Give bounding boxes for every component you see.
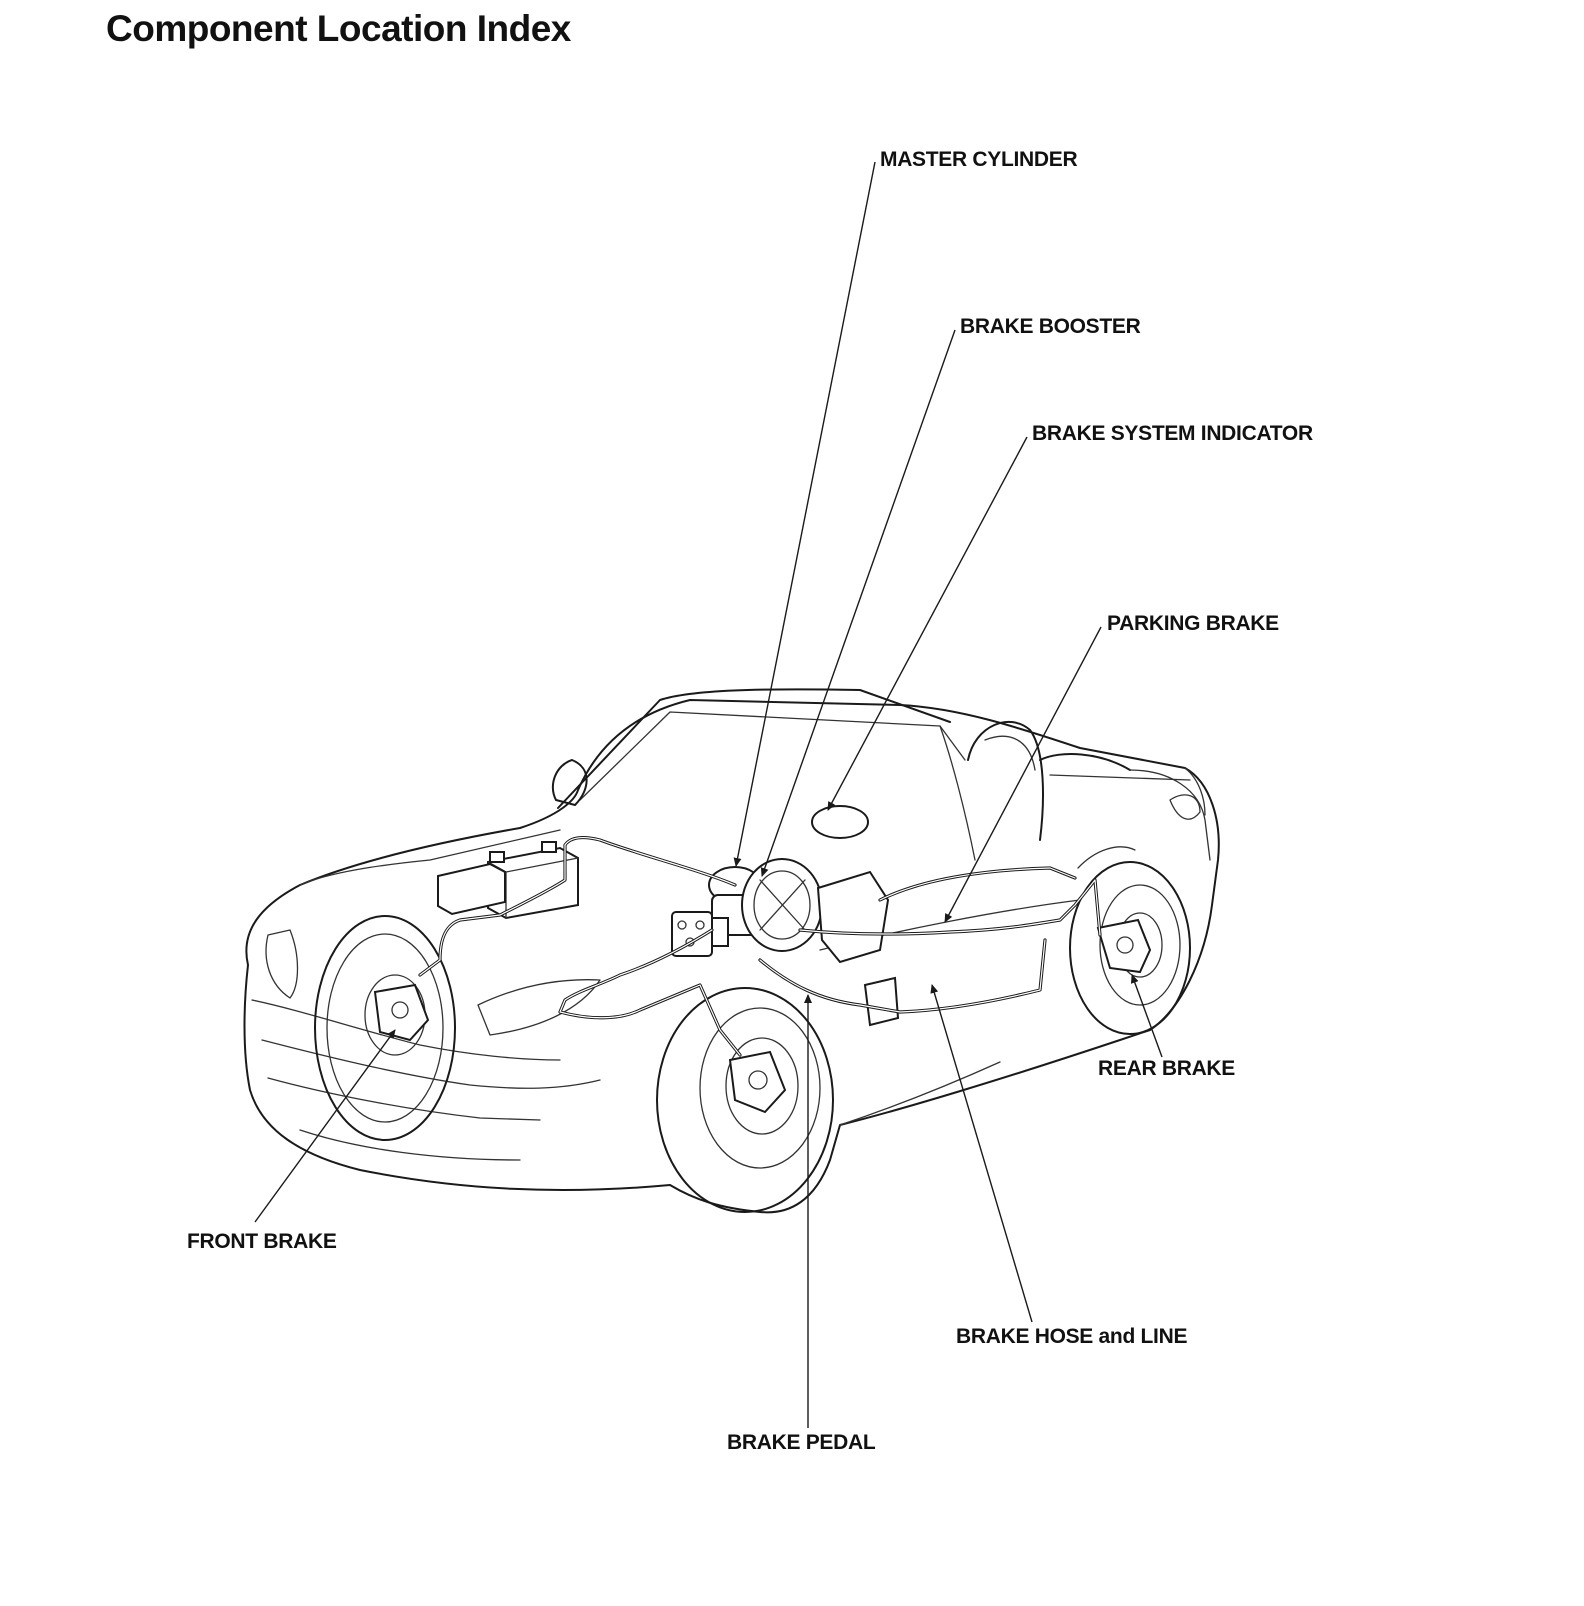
modulator-unit: [671, 911, 713, 957]
pedal-bracket: [811, 805, 890, 964]
fuse-box: [437, 862, 506, 916]
label-brake-booster: BRAKE BOOSTER: [960, 315, 1141, 338]
car-body-outline: [243, 688, 1220, 1214]
label-brake-system-indicator: BRAKE SYSTEM INDICATOR: [1032, 422, 1313, 445]
leader-brake-hose-and-line: [930, 984, 1033, 1323]
brake-booster-assembly: [741, 858, 823, 952]
label-brake-pedal: BRAKE PEDAL: [727, 1431, 876, 1454]
label-front-brake: FRONT BRAKE: [187, 1230, 337, 1253]
label-master-cylinder: MASTER CYLINDER: [880, 148, 1078, 171]
page-title: Component Location Index: [106, 8, 571, 49]
label-parking-brake: PARKING BRAKE: [1107, 612, 1279, 635]
leader-brake-system-indicator: [827, 436, 1028, 811]
front-caliper-left: [373, 983, 430, 1042]
label-brake-hose-and-line: BRAKE HOSE and LINE: [956, 1325, 1188, 1348]
rear-caliper: [1096, 918, 1152, 974]
front-caliper-right: [728, 1050, 787, 1114]
parking-brake-lever: [863, 976, 900, 1027]
label-rear-brake: REAR BRAKE: [1098, 1057, 1236, 1080]
leader-rear-brake: [1130, 974, 1163, 1058]
leader-lines: [254, 161, 1163, 1428]
brake-lines: [418, 835, 1102, 1057]
leader-front-brake: [254, 1029, 396, 1223]
leader-parking-brake: [944, 626, 1102, 923]
leader-master-cylinder: [733, 161, 876, 867]
leader-brake-booster: [760, 329, 956, 877]
rear-left-wheel: [1077, 846, 1136, 869]
